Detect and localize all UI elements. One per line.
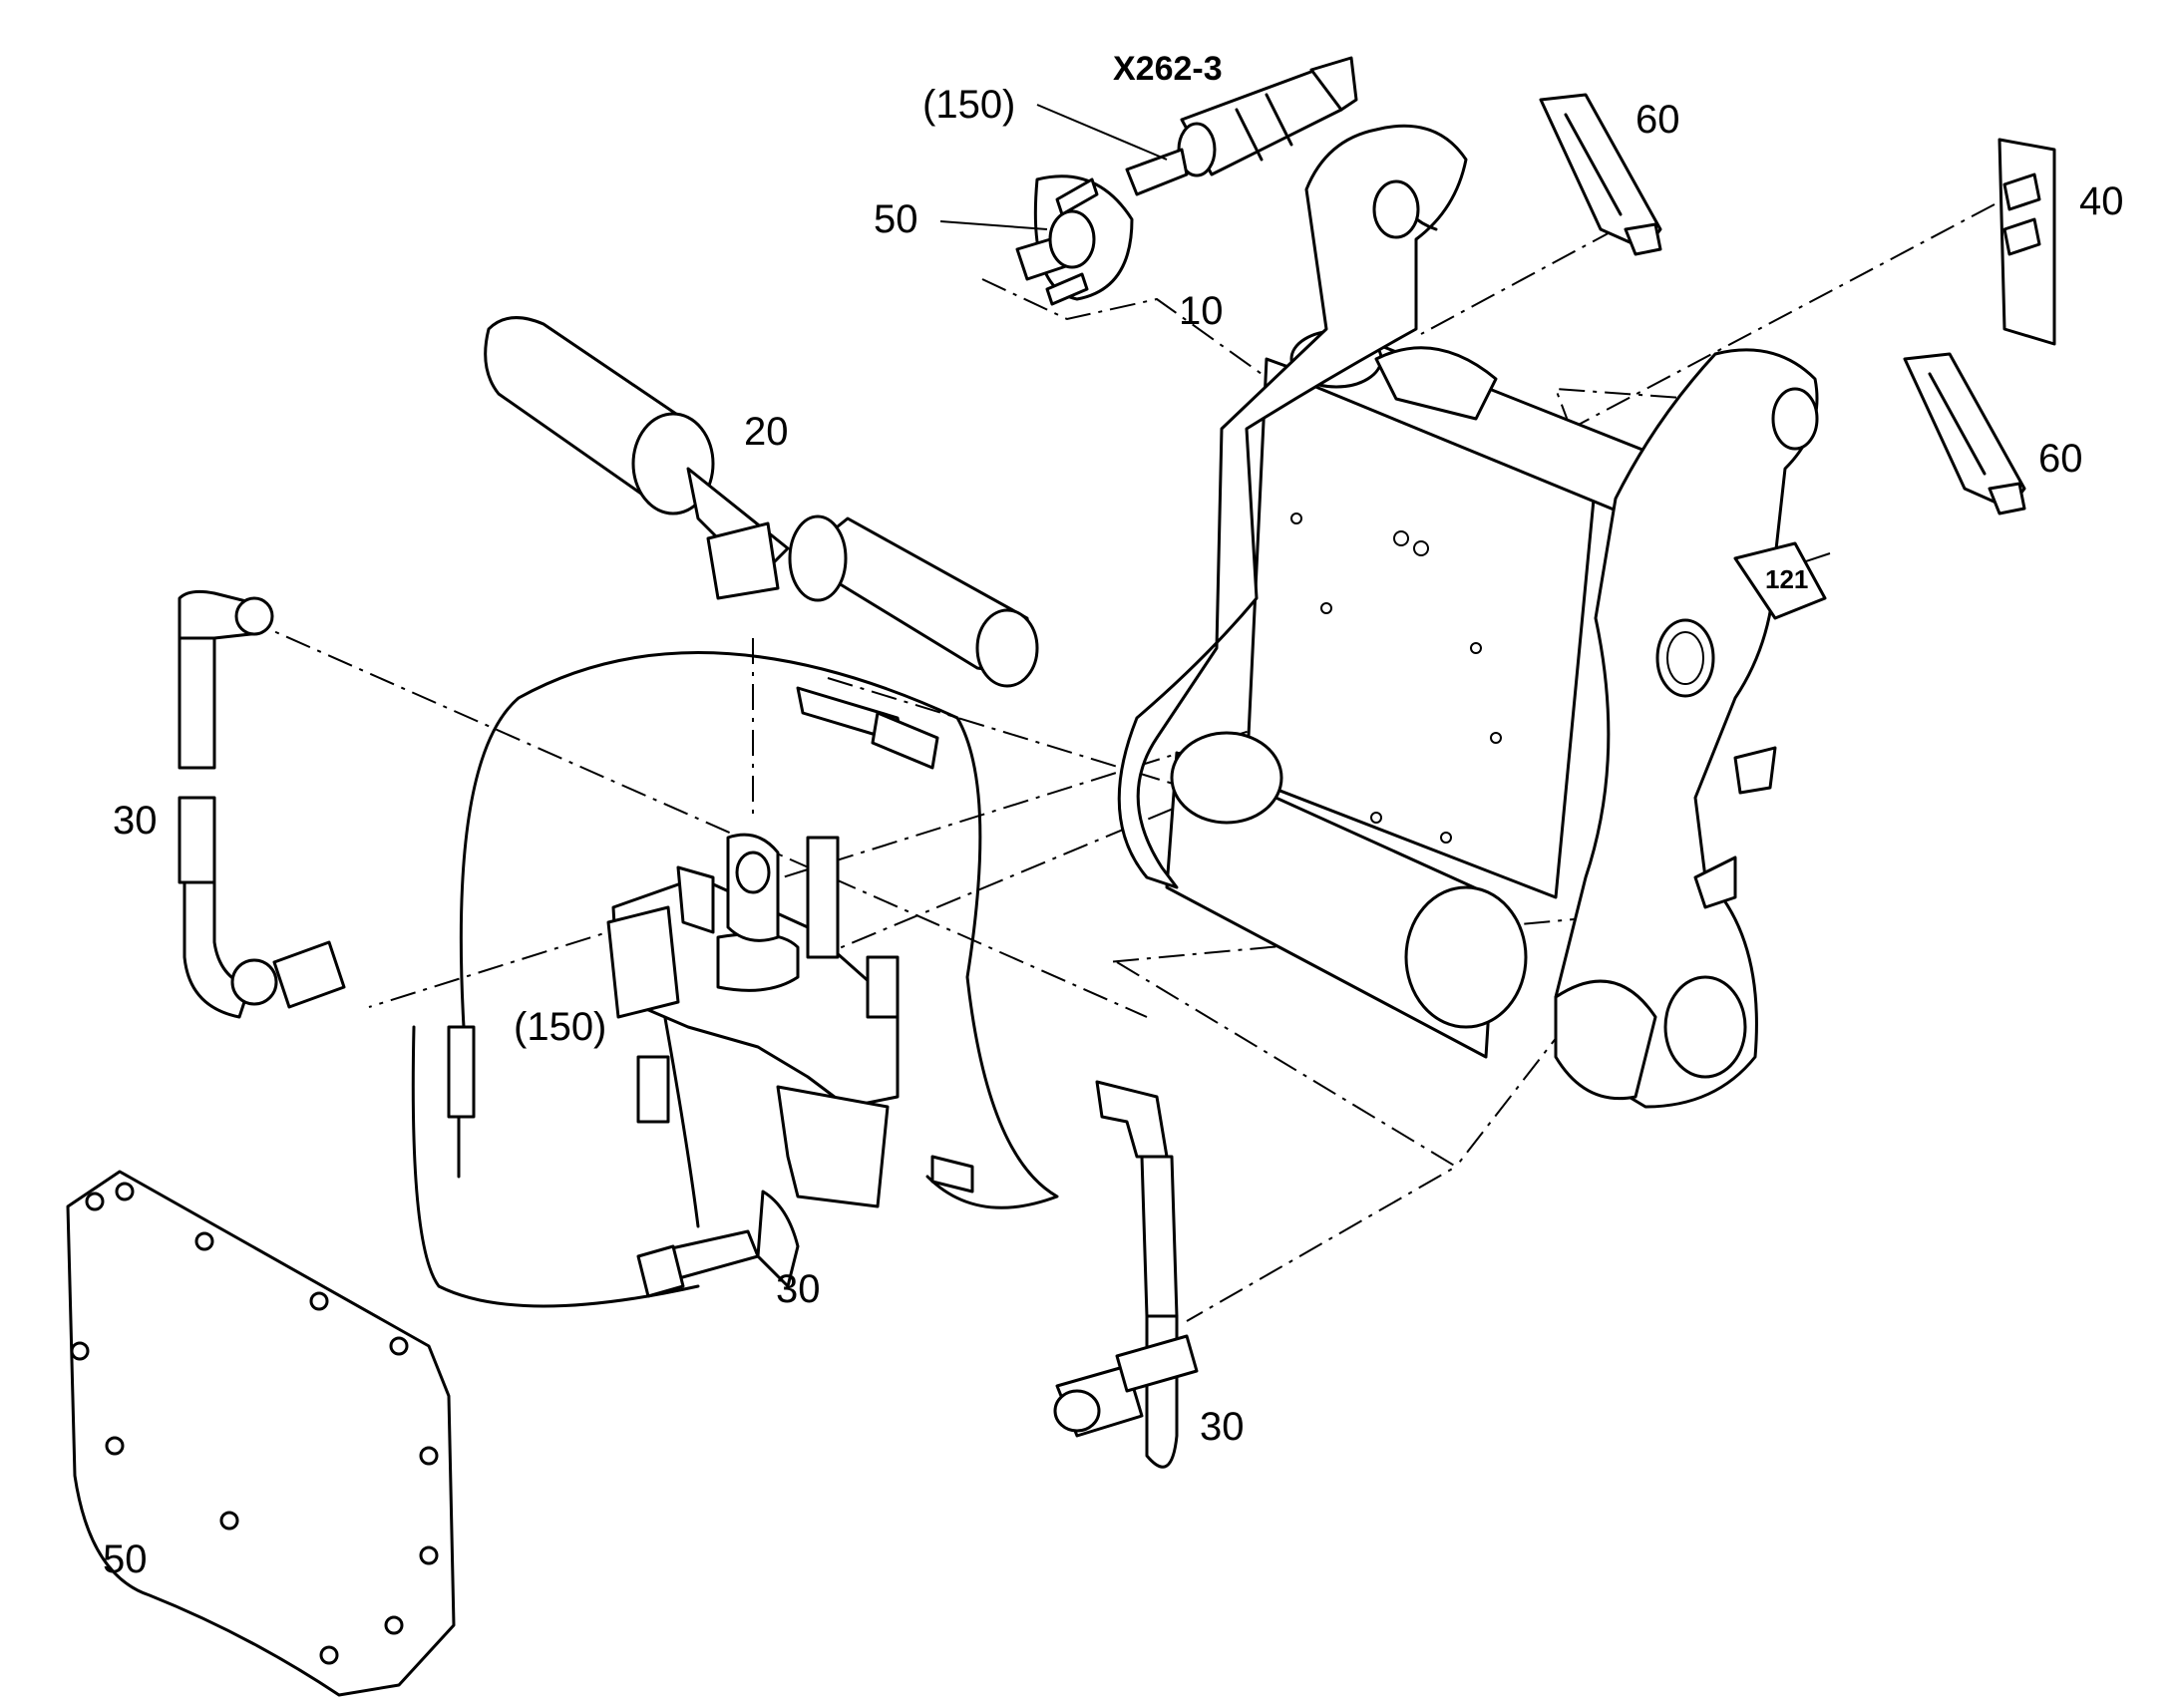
valve-block bbox=[606, 833, 974, 1298]
hydraulic-cylinder bbox=[484, 316, 1039, 688]
connector-id-label: X262-3 bbox=[1113, 50, 1223, 88]
pressure-sensor bbox=[796, 686, 939, 770]
item-30-right-label: 30 bbox=[1200, 1405, 1245, 1449]
cover-plate bbox=[66, 1170, 456, 1697]
wiring bbox=[411, 651, 1059, 1308]
flange-plate bbox=[1015, 174, 1134, 306]
item-50-cover-label: 50 bbox=[103, 1537, 148, 1581]
item-60-top-label: 60 bbox=[1635, 98, 1680, 142]
item-30-left-label: 30 bbox=[113, 799, 158, 843]
connector-x262-3 bbox=[1125, 56, 1358, 196]
stud-plate bbox=[1998, 138, 2056, 346]
main-frame: 121 bbox=[1117, 124, 1827, 1109]
leader-lines bbox=[939, 104, 1168, 230]
latch-right bbox=[1903, 352, 2026, 515]
item-60-right-label: 60 bbox=[2038, 437, 2083, 481]
svg-text:121: 121 bbox=[1765, 564, 1808, 594]
wire-ref-mid-label: (150) bbox=[514, 1005, 607, 1049]
item-40-label: 40 bbox=[2079, 179, 2124, 223]
latch-top bbox=[1539, 93, 1662, 256]
item-20-label: 20 bbox=[744, 410, 789, 454]
item-50-top-label: 50 bbox=[874, 197, 918, 241]
hydraulic-hose-left bbox=[178, 589, 346, 1019]
item-30-valve-label: 30 bbox=[776, 1267, 821, 1311]
hydraulic-hose-right bbox=[1053, 1080, 1199, 1469]
item-10-label: 10 bbox=[1179, 289, 1224, 333]
wire-ref-top-label: (150) bbox=[922, 83, 1016, 127]
